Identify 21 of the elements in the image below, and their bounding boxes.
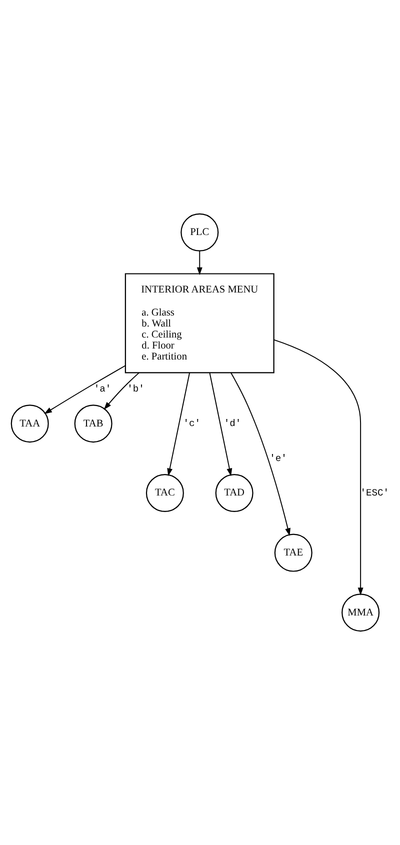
- node-circle: TAE: [274, 534, 312, 572]
- edge-label: 'd': [224, 418, 242, 430]
- arrow: [209, 372, 232, 476]
- node-circle: MMA: [342, 594, 380, 632]
- arrow: [230, 372, 290, 536]
- edge-label: 'e': [270, 452, 287, 464]
- node-box: INTERIOR AREAS MENU a. Glass b. Wall c. Ceiling d. Floor e. Partition: [124, 273, 274, 374]
- edge-label: 'b': [127, 383, 144, 394]
- arrow: [104, 372, 140, 410]
- arrow: [44, 365, 126, 414]
- arrow: [274, 339, 364, 596]
- arrow: [167, 372, 190, 476]
- node-circle: PLC: [180, 213, 219, 252]
- node-circle: TAD: [215, 474, 254, 512]
- edge-label: 'c': [183, 418, 201, 430]
- node-circle: TAC: [146, 474, 184, 512]
- edge-label: 'ESC': [360, 488, 389, 499]
- node-circle: TAA: [10, 404, 49, 443]
- arrow: [196, 250, 202, 276]
- node-circle: TAB: [74, 404, 112, 443]
- edge-label: 'a': [94, 383, 112, 394]
